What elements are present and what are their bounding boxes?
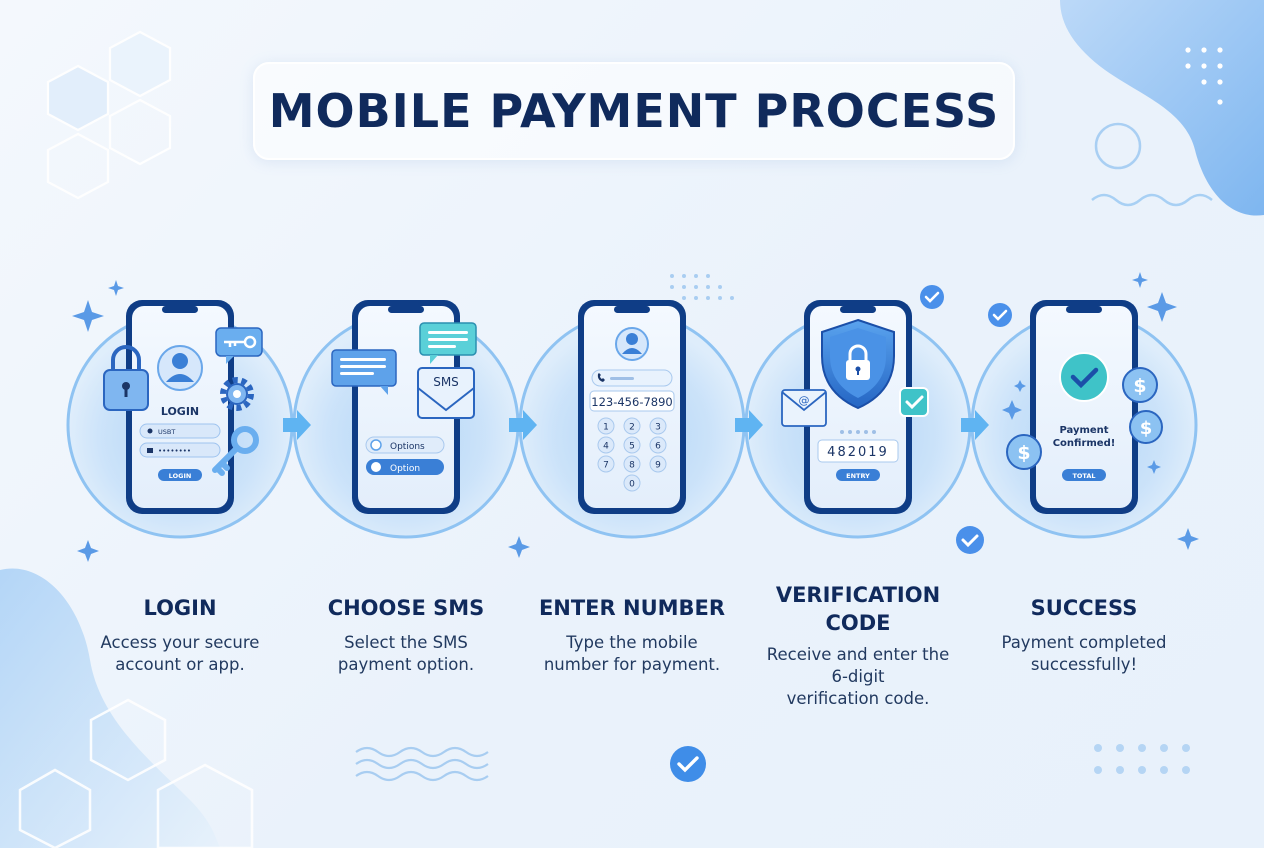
verification-code: 482019 [827, 445, 889, 460]
svg-text:$: $ [1140, 418, 1153, 439]
dots-center [670, 274, 734, 300]
dots-top-right [1185, 47, 1223, 105]
keypad-key[interactable] [597, 417, 615, 435]
step-title-enter-number: ENTER NUMBER [538, 596, 726, 620]
coin-icon: $ [1006, 434, 1042, 470]
option-1-label: Options [390, 442, 425, 452]
key-icon [212, 426, 259, 476]
padlock-icon [103, 345, 149, 411]
step-desc-enter-number: Type the mobile number for payment. [543, 633, 721, 674]
check-badge-icon [920, 285, 944, 309]
check-badge-icon [956, 526, 984, 554]
check-badge-icon [988, 303, 1012, 327]
step-title-verification-code: VERIFICATION CODE [775, 583, 941, 635]
step-desc-choose-sms: Select the SMS payment option. [337, 633, 475, 674]
keypad-key-label: 5 [629, 442, 635, 452]
total-button [1062, 469, 1106, 481]
entry-button [836, 469, 880, 481]
step-title-login: LOGIN [143, 596, 217, 620]
option-2-label: Option [390, 464, 420, 474]
wave-top-right [1091, 193, 1213, 207]
keypad-key[interactable] [597, 455, 615, 473]
keypad-key[interactable] [623, 455, 641, 473]
keypad-key-label: 2 [629, 423, 635, 433]
gear-icon [220, 377, 254, 411]
step-title-choose-sms: CHOOSE SMS [327, 596, 485, 620]
login-heading: LOGIN [161, 405, 199, 418]
confirm-line-1: Payment [1059, 425, 1108, 436]
keypad-key-label: 6 [655, 442, 661, 452]
username-value: USBT [158, 428, 175, 436]
step-desc-verification-code: Receive and enter the 6-digit verificati… [766, 645, 950, 708]
hexagons-top-left [46, 30, 172, 200]
ring-top-right [1094, 122, 1142, 170]
phone-success: Payment Confirmed! TOTAL $ $ $ [1002, 300, 1163, 514]
waves-bottom [355, 746, 489, 782]
email-envelope-icon: @ [781, 389, 827, 427]
blob-top-right [1060, 0, 1264, 216]
keypad-key[interactable] [649, 455, 667, 473]
keypad-key[interactable] [649, 436, 667, 454]
arrow-icon [283, 410, 989, 440]
step-title-success: SUCCESS [1030, 596, 1138, 620]
svg-text:$: $ [1017, 442, 1030, 464]
phone-login: LOGIN USBT •••••••• LOGIN [103, 300, 263, 514]
option-row [365, 436, 445, 454]
key-bubble-icon [215, 327, 263, 364]
svg-text:@: @ [799, 394, 810, 407]
option-row-selected [366, 459, 444, 475]
title-banner: MOBILE PAYMENT PROCESS [253, 62, 1015, 160]
code-field [817, 439, 899, 463]
chat-bubble-icon [419, 322, 477, 364]
envelope-icon: SMS [417, 367, 475, 419]
blob-bottom-left [0, 568, 220, 848]
phone-number-value: 123-456-7890 [591, 395, 672, 409]
number-display [589, 390, 675, 412]
confirm-line-2: Confirmed! [1053, 438, 1116, 449]
keypad-key-label: 7 [603, 461, 609, 471]
username-field [139, 423, 221, 439]
entry-button-label: ENTRY [846, 472, 870, 480]
keypad-key-label: 4 [603, 442, 609, 452]
keypad-key[interactable] [649, 417, 667, 435]
login-button [158, 469, 202, 481]
login-button-label: LOGIN [169, 472, 192, 480]
step-desc-login: Access your secure account or app. [100, 633, 260, 674]
phone-sms: SMS Options Option [331, 300, 477, 514]
chat-bubble-icon [331, 349, 397, 395]
success-check-icon [1059, 352, 1109, 402]
keypad-key[interactable] [623, 474, 641, 492]
keypad-key-label: 8 [629, 461, 635, 471]
shield-lock-icon [821, 318, 895, 410]
sms-label: SMS [433, 375, 459, 389]
step-desc-success: Payment completed successfully! [1001, 633, 1167, 674]
keypad-key[interactable] [597, 436, 615, 454]
password-value: •••••••• [158, 447, 191, 455]
sparkles [72, 272, 1199, 562]
page-title: MOBILE PAYMENT PROCESS [268, 84, 1000, 138]
keypad-key[interactable] [623, 417, 641, 435]
password-field [139, 442, 221, 458]
keypad: 1 2 3 4 5 6 7 8 9 0 [597, 417, 667, 492]
check-badge-icon [670, 746, 706, 782]
hexagons-bottom-left [18, 698, 254, 848]
keypad-key[interactable] [623, 436, 641, 454]
svg-text:$: $ [1133, 375, 1146, 397]
coin-icon: $ [1122, 367, 1158, 403]
phone-verify: @ 482019 ENTRY [781, 300, 929, 514]
coin-icon: $ [1129, 410, 1163, 444]
keypad-key-label: 1 [603, 423, 609, 433]
dots-bottom-right [1094, 744, 1190, 774]
phone-icon [597, 373, 605, 382]
keypad-key-label: 0 [629, 480, 635, 490]
keypad-key-label: 3 [655, 423, 661, 433]
total-button-label: TOTAL [1072, 472, 1095, 480]
keypad-key-label: 9 [655, 461, 661, 471]
checkbox-icon [899, 387, 929, 417]
phone-number: 123-456-7890 1 2 3 4 5 6 7 8 9 0 [578, 300, 686, 514]
